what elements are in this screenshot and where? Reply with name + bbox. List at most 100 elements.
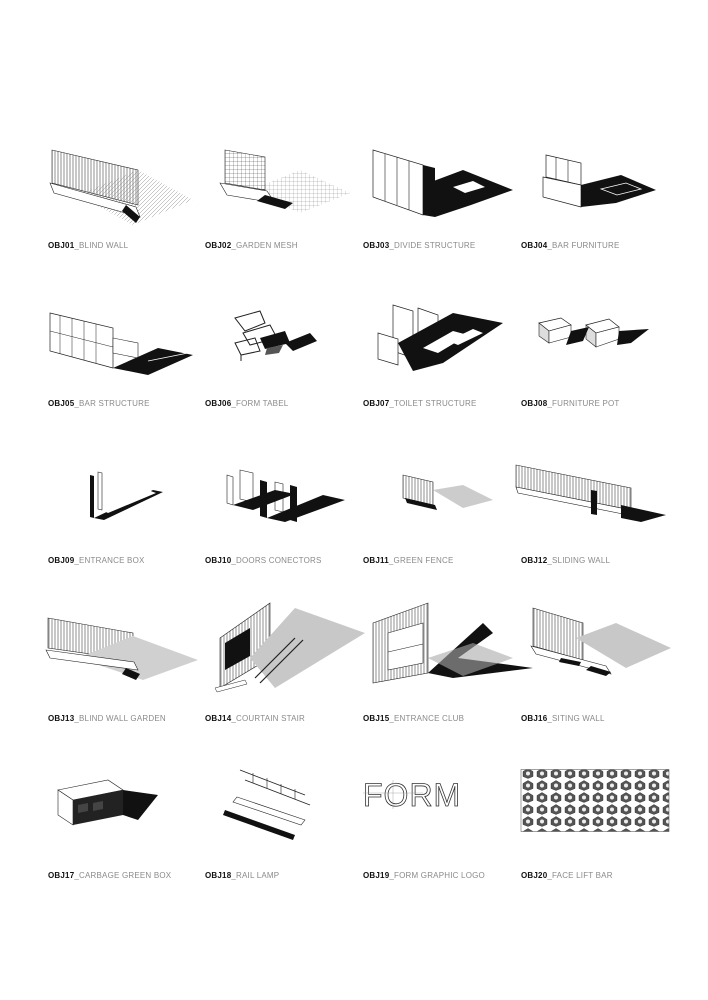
object-name: _FORM GRAPHIC LOGO: [389, 871, 485, 880]
form-logo-text: FORM: [363, 777, 461, 813]
object-code: OBJ12: [521, 556, 548, 565]
object-tile: OBJ02_GARDEN MESH: [205, 145, 355, 275]
object-name: _RAIL LAMP: [231, 871, 280, 880]
object-tile: OBJ08_FURNITURE POT: [521, 303, 671, 433]
object-code: OBJ05: [48, 399, 75, 408]
object-tile: OBJ05_BAR STRUCTURE: [48, 303, 198, 433]
object-code: OBJ08: [521, 399, 548, 408]
object-code: OBJ01: [48, 241, 75, 250]
object-label: OBJ11_GREEN FENCE: [363, 556, 454, 565]
bar-structure-icon: [49, 312, 193, 375]
object-tile: OBJ16_SITING WALL: [521, 607, 671, 748]
object-tile: OBJ06_FORM TABEL: [205, 303, 355, 433]
object-name: _COURTAIN STAIR: [231, 714, 306, 723]
object-tile: OBJ09_ENTRANCE BOX: [48, 460, 198, 590]
face-lift-pattern-icon: [520, 769, 670, 832]
object-name: _FURNITURE POT: [547, 399, 620, 408]
siting-wall-icon: [530, 607, 671, 676]
object-name: _SITING WALL: [547, 714, 605, 723]
object-name: _FORM TABEL: [231, 399, 289, 408]
object-label: OBJ05_BAR STRUCTURE: [48, 399, 150, 408]
curtain-stair-icon: [214, 602, 365, 693]
object-name: _BAR STRUCTURE: [74, 399, 150, 408]
object-name: _TOILET STRUCTURE: [389, 399, 477, 408]
object-label: OBJ06_FORM TABEL: [205, 399, 288, 408]
rail-lamp-icon: [223, 769, 311, 840]
object-label: OBJ19_FORM GRAPHIC LOGO: [363, 871, 485, 880]
object-name: _GREEN FENCE: [388, 556, 454, 565]
object-code: OBJ03: [363, 241, 390, 250]
form-table-icon: [234, 310, 317, 361]
garbage-green-box-icon: [57, 779, 158, 826]
doors-connectors-icon: [226, 469, 345, 522]
object-name: _SLIDING WALL: [547, 556, 611, 565]
object-code: OBJ17: [48, 871, 75, 880]
object-tile: OBJ12_SLIDING WALL: [515, 460, 671, 590]
object-tile: OBJ15_ENTRANCE CLUB: [363, 602, 533, 748]
object-tile: OBJ03_DIVIDE STRUCTURE: [363, 145, 513, 275]
object-code: OBJ18: [205, 871, 232, 880]
furniture-pot-icon: [538, 317, 649, 348]
object-label: OBJ17_CARBAGE GREEN BOX: [48, 871, 171, 880]
object-code: OBJ11: [363, 556, 389, 565]
object-label: OBJ09_ENTRANCE BOX: [48, 556, 145, 565]
object-name: _DIVIDE STRUCTURE: [389, 241, 476, 250]
object-label: OBJ08_FURNITURE POT: [521, 399, 620, 408]
object-name: _DOORS CONECTORS: [231, 556, 322, 565]
form-logo-icon: FORM: [363, 777, 461, 814]
object-code: OBJ14: [205, 714, 232, 723]
object-label: OBJ07_TOILET STRUCTURE: [363, 399, 476, 408]
object-tile: OBJ11_GREEN FENCE: [363, 460, 513, 590]
sliding-wall-icon: [515, 464, 666, 522]
object-name: _CARBAGE GREEN BOX: [74, 871, 172, 880]
object-code: OBJ04: [521, 241, 548, 250]
object-tile: FORM OBJ19_FORM GRAPHIC LOGO: [363, 775, 513, 905]
object-label: OBJ03_DIVIDE STRUCTURE: [363, 241, 475, 250]
object-label: OBJ10_DOORS CONECTORS: [205, 556, 322, 565]
object-tile: OBJ04_BAR FURNITURE: [521, 145, 671, 275]
object-tile: OBJ07_TOILET STRUCTURE: [363, 303, 513, 433]
object-label: OBJ02_GARDEN MESH: [205, 241, 298, 250]
blind-wall-icon: [49, 149, 193, 225]
object-name: _ENTRANCE CLUB: [389, 714, 465, 723]
object-label: OBJ15_ENTRANCE CLUB: [363, 714, 464, 723]
object-label: OBJ01_BLIND WALL: [48, 241, 128, 250]
object-code: OBJ02: [205, 241, 232, 250]
blind-wall-garden-icon: [45, 617, 198, 680]
toilet-structure-icon: [377, 304, 503, 371]
entrance-box-icon: [90, 471, 163, 520]
divide-structure-icon: [372, 149, 513, 217]
object-name: _BLIND WALL GARDEN: [74, 714, 166, 723]
object-name: _GARDEN MESH: [231, 241, 298, 250]
garden-mesh-icon: [219, 149, 350, 213]
object-name: _FACE LIFT BAR: [547, 871, 613, 880]
object-tile: OBJ14_COURTAIN STAIR: [205, 602, 365, 748]
green-fence-icon: [402, 474, 493, 510]
object-name: _BAR FURNITURE: [547, 241, 620, 250]
object-label: OBJ04_BAR FURNITURE: [521, 241, 620, 250]
entrance-club-icon: [372, 602, 533, 684]
object-tile: OBJ20_FACE LIFT BAR: [520, 760, 671, 890]
object-tile: OBJ13_BLIND WALL GARDEN: [45, 617, 198, 748]
object-tile: OBJ18_RAIL LAMP: [205, 769, 355, 905]
object-tile: OBJ17_CARBAGE GREEN BOX: [48, 775, 198, 905]
object-label: OBJ12_SLIDING WALL: [521, 556, 610, 565]
object-name: _ENTRANCE BOX: [74, 556, 145, 565]
object-code: OBJ06: [205, 399, 232, 408]
object-code: OBJ10: [205, 556, 232, 565]
object-label: OBJ20_FACE LIFT BAR: [521, 871, 613, 880]
object-code: OBJ13: [48, 714, 75, 723]
object-label: OBJ16_SITING WALL: [521, 714, 605, 723]
object-code: OBJ19: [363, 871, 390, 880]
bar-furniture-icon: [542, 154, 656, 208]
object-label: OBJ14_COURTAIN STAIR: [205, 714, 305, 723]
object-code: OBJ15: [363, 714, 390, 723]
object-label: OBJ13_BLIND WALL GARDEN: [48, 714, 166, 723]
object-name: _BLIND WALL: [74, 241, 129, 250]
object-label: OBJ18_RAIL LAMP: [205, 871, 279, 880]
object-code: OBJ09: [48, 556, 75, 565]
object-tile: OBJ01_BLIND WALL: [48, 145, 198, 275]
object-code: OBJ20: [521, 871, 548, 880]
object-tile: OBJ10_DOORS CONECTORS: [205, 460, 355, 590]
